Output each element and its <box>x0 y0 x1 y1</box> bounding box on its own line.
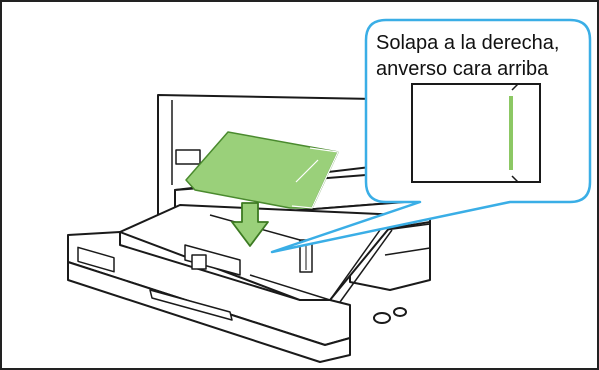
caster-wheel <box>393 307 407 317</box>
printer-side-panel <box>175 149 201 165</box>
side-guide-left <box>184 244 241 276</box>
down-arrow-icon <box>231 202 269 247</box>
envelope-diagram-body <box>411 83 541 183</box>
callout-line-2: anverso cara arriba <box>376 58 549 80</box>
caster-wheel <box>373 312 391 324</box>
callout-bubble: Solapa a la derecha, anverso cara arriba <box>270 18 592 254</box>
envelope-flap-edge <box>291 147 339 209</box>
envelope-diagram <box>411 83 541 183</box>
envelope-diagram-flap <box>514 83 541 183</box>
drawer-label <box>77 246 115 273</box>
drawer-handle <box>149 289 233 321</box>
callout-line-1: Solapa a la derecha, <box>376 32 559 54</box>
envelope-icon <box>185 131 339 209</box>
